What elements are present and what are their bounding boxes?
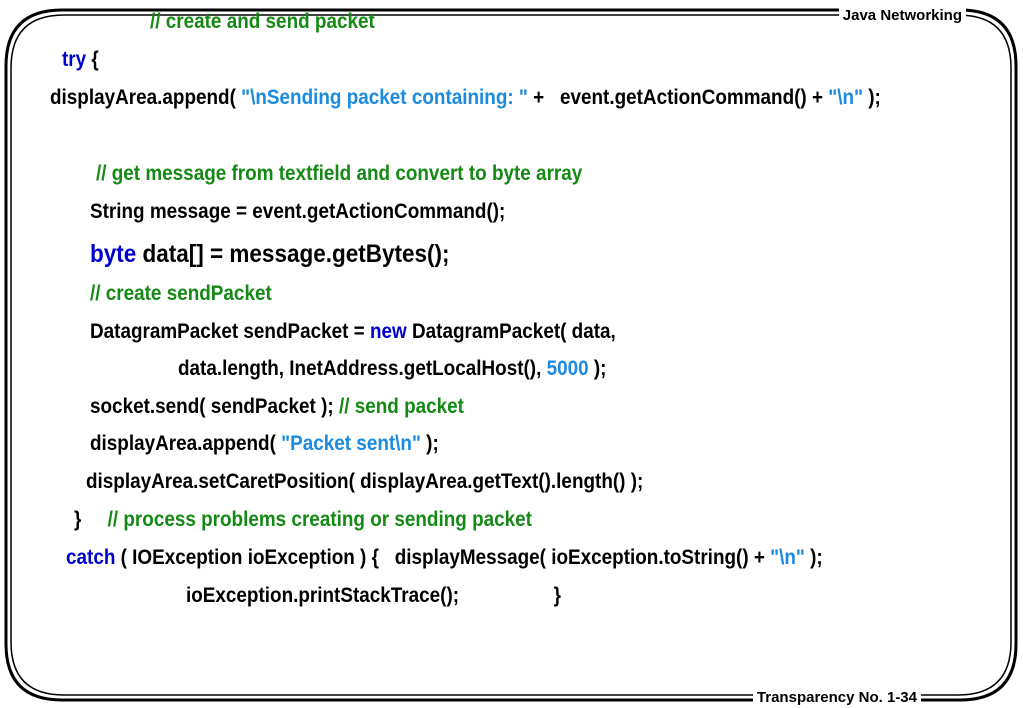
code-token: data[] = message.getBytes(); bbox=[136, 240, 450, 268]
code-line-byte-data: byte data[] = message.getBytes(); bbox=[90, 240, 449, 268]
code-line-append-sending: displayArea.append( "\nSending packet co… bbox=[50, 86, 881, 110]
code-token: { bbox=[86, 48, 99, 71]
string-literal-token: "\nSending packet containing: " bbox=[241, 86, 528, 109]
keyword-token: try bbox=[62, 48, 87, 71]
code-token: socket.send( sendPacket ); bbox=[90, 395, 339, 418]
code-token: String message = event.getActionCommand(… bbox=[90, 200, 506, 223]
code-token: ioException.printStackTrace(); } bbox=[186, 584, 561, 607]
code-token: + event.getActionCommand() + bbox=[527, 86, 829, 109]
string-literal-token: "\n" bbox=[770, 546, 805, 569]
code-line-datagram-args: data.length, InetAddress.getLocalHost(),… bbox=[178, 357, 606, 381]
code-line-try-close: } // process problems creating or sendin… bbox=[74, 508, 532, 532]
code-line-socket-send: socket.send( sendPacket ); // send packe… bbox=[90, 395, 464, 419]
comment-token: // send packet bbox=[338, 395, 464, 418]
number-literal-token: 5000 bbox=[546, 357, 589, 380]
comment-token: // create sendPacket bbox=[90, 282, 272, 305]
string-literal-token: "Packet sent\n" bbox=[281, 432, 421, 455]
comment-token: // create and send packet bbox=[150, 10, 375, 33]
code-token: data.length, InetAddress.getLocalHost(), bbox=[178, 357, 547, 380]
comment-token: // get message from textfield and conver… bbox=[96, 162, 583, 185]
code-line-datagram-new: DatagramPacket sendPacket = new Datagram… bbox=[90, 320, 616, 344]
code-token: ); bbox=[420, 432, 439, 455]
string-literal-token: "\n" bbox=[828, 86, 863, 109]
header-title: Java Networking bbox=[838, 7, 966, 24]
keyword-token: new bbox=[369, 320, 407, 343]
keyword-token: byte bbox=[90, 240, 137, 268]
keyword-token: catch bbox=[66, 546, 116, 569]
code-line-comment-create-sendpacket: // create sendPacket bbox=[90, 282, 272, 306]
code-token: ); bbox=[804, 546, 823, 569]
code-line-set-caret: displayArea.setCaretPosition( displayAre… bbox=[86, 470, 643, 494]
code-line-try-open: try { bbox=[62, 48, 99, 72]
code-token: displayArea.append( bbox=[50, 86, 242, 109]
code-token: } bbox=[74, 508, 108, 531]
code-token: displayArea.append( bbox=[90, 432, 282, 455]
code-line-print-stack: ioException.printStackTrace(); } bbox=[186, 584, 561, 608]
code-line-string-message: String message = event.getActionCommand(… bbox=[90, 200, 505, 224]
frame-outer-border bbox=[4, 8, 1018, 702]
code-token: DatagramPacket sendPacket = bbox=[90, 320, 370, 343]
footer-transparency-number: Transparency No. 1-34 bbox=[752, 689, 921, 706]
code-line-catch-line: catch ( IOException ioException ) { disp… bbox=[66, 546, 823, 570]
code-token: ); bbox=[588, 357, 607, 380]
frame-inner-border bbox=[10, 14, 1012, 696]
code-token: ( IOException ioException ) { displayMes… bbox=[115, 546, 771, 569]
code-token: DatagramPacket( data, bbox=[406, 320, 616, 343]
code-token: displayArea.setCaretPosition( displayAre… bbox=[86, 470, 644, 493]
comment-token: // process problems creating or sending … bbox=[107, 508, 532, 531]
code-line-comment-create-send: // create and send packet bbox=[150, 10, 375, 34]
code-line-append-sent: displayArea.append( "Packet sent\n" ); bbox=[90, 432, 439, 456]
code-token: ); bbox=[862, 86, 881, 109]
code-line-comment-get-message: // get message from textfield and conver… bbox=[96, 162, 582, 186]
